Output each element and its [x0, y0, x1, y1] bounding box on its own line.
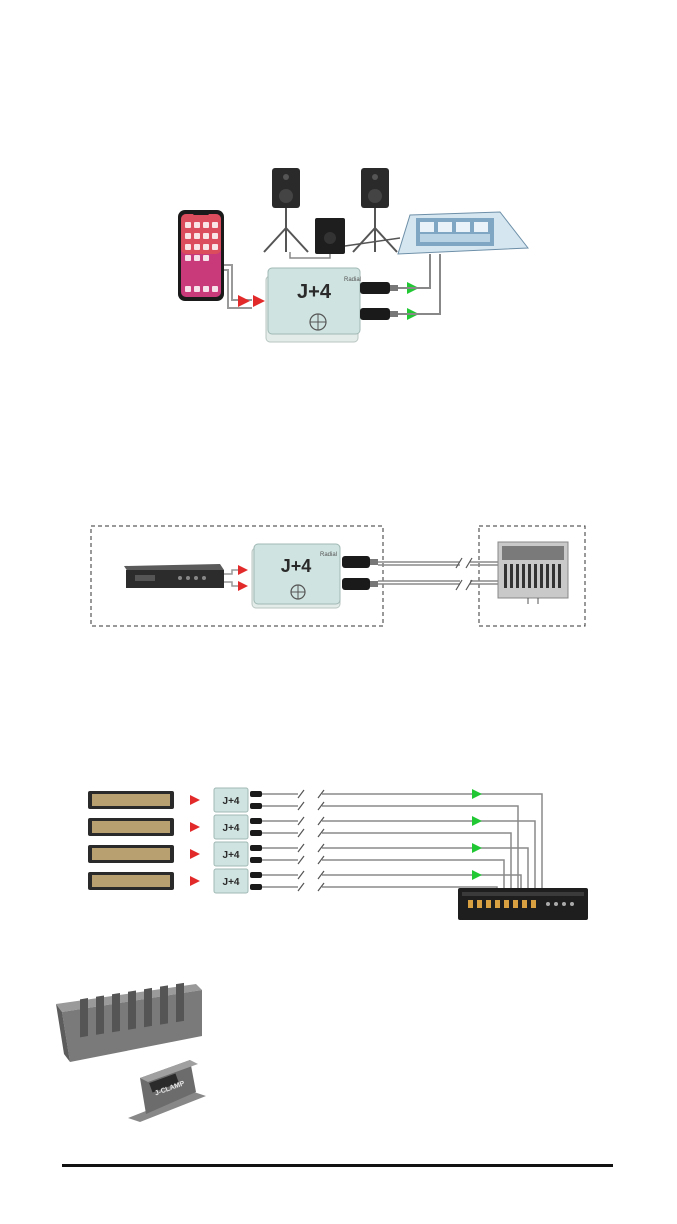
- mounting-clamp-icon: J-CLAMP: [128, 1060, 206, 1122]
- speaker-left-icon: [264, 168, 308, 252]
- input-arrow-icon: [190, 822, 200, 832]
- xlr-output-icon: [250, 872, 262, 878]
- diagram-player-to-remote-mixer: J+4 Radial: [0, 520, 677, 632]
- xlr-output-icon: [250, 830, 262, 836]
- xlr-output-icon: [250, 857, 262, 863]
- long-cable-run: [378, 562, 500, 584]
- di-model-text: J+4: [223, 850, 240, 861]
- output-arrow-icon: [472, 789, 482, 799]
- di-model-text: J+4: [223, 823, 240, 834]
- cable-line: [262, 887, 497, 888]
- di-box-j4: J+4 Radial: [252, 544, 340, 608]
- input-arrow-icon: [238, 565, 248, 575]
- channel-row: J+4: [88, 869, 521, 893]
- di-box-j4: J+4 Radial: [266, 268, 361, 342]
- output-arrow-icon: [472, 843, 482, 853]
- di-model-text: J+4: [297, 281, 332, 303]
- output-arrow-icon: [472, 870, 482, 880]
- xlr-output-icon: [360, 282, 398, 320]
- cable-line: [262, 875, 521, 888]
- input-arrow-icon: [238, 581, 248, 591]
- input-arrow-icon: [253, 295, 265, 307]
- input-arrow-icon: [190, 876, 200, 886]
- analog-mixer-icon: [498, 542, 568, 604]
- xlr-output-icon: [342, 556, 378, 590]
- accessories-illustration: J-CLAMP: [0, 968, 677, 1148]
- cable-line: [262, 794, 542, 888]
- xlr-output-icon: [250, 845, 262, 851]
- digital-mixer-icon: [398, 212, 528, 254]
- subwoofer-icon: [315, 218, 345, 254]
- input-arrow-icon: [190, 849, 200, 859]
- cable-break-icon: [298, 844, 324, 864]
- rack-adapter-icon: [56, 983, 202, 1062]
- cable-break-icon: [298, 817, 324, 837]
- xlr-output-icon: [250, 791, 262, 797]
- xlr-output-icon: [250, 818, 262, 824]
- xlr-output-icon: [250, 884, 262, 890]
- cable-break-icon: [456, 558, 472, 590]
- xlr-output-icon: [250, 803, 262, 809]
- diagram-phone-to-mixer: J+4 Radial: [0, 150, 677, 360]
- media-player-icon: [124, 564, 224, 588]
- rack-mixer-icon: [458, 888, 588, 920]
- di-model-text: J+4: [223, 877, 240, 888]
- di-model-text: J+4: [281, 556, 312, 576]
- input-arrow-icon: [238, 295, 250, 307]
- di-brand-text: Radial: [320, 552, 337, 558]
- cable-break-icon: [298, 790, 324, 810]
- smartphone-icon: [178, 210, 224, 301]
- cable-line: [262, 848, 528, 888]
- di-brand-text: Radial: [344, 277, 361, 283]
- di-model-text: J+4: [223, 796, 240, 807]
- output-arrow-icon: [472, 816, 482, 826]
- cable-break-icon: [298, 871, 324, 891]
- footer-rule: [62, 1164, 613, 1167]
- diagram-four-players-to-rack-mixer: J+4J+4J+4J+4: [0, 778, 677, 928]
- input-arrow-icon: [190, 795, 200, 805]
